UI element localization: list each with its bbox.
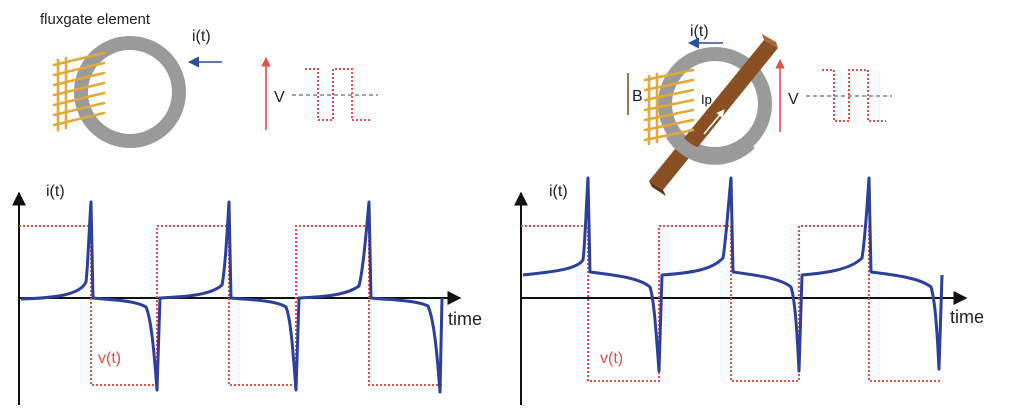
right-winding bbox=[643, 68, 695, 146]
right-plot-x-label: time bbox=[950, 307, 984, 327]
right-waveform-plot: i(t) time v(t) bbox=[514, 176, 984, 405]
left-current-waveform bbox=[20, 200, 444, 394]
left-plot-y-label: i(t) bbox=[46, 183, 65, 200]
left-voltage-label: V bbox=[274, 89, 285, 106]
right-plot-y-label: i(t) bbox=[549, 183, 568, 200]
left-plot-v-label: v(t) bbox=[98, 350, 121, 367]
primary-current-arrow bbox=[703, 109, 725, 135]
right-current-label: i(t) bbox=[690, 23, 709, 40]
left-plot-x-label: time bbox=[448, 309, 482, 329]
left-fluxgate-schematic: fluxgate element i(t) V bbox=[40, 11, 378, 148]
right-voltage-waveform bbox=[521, 225, 940, 382]
right-core-front-arc bbox=[666, 130, 755, 165]
left-voltage-square-wave bbox=[305, 68, 372, 121]
right-voltage-label: V bbox=[788, 91, 799, 108]
fluxgate-core bbox=[74, 36, 186, 148]
left-winding bbox=[52, 51, 106, 132]
right-plot-v-label: v(t) bbox=[600, 350, 623, 367]
right-voltage-square-wave bbox=[822, 69, 886, 122]
primary-current-label: Ip bbox=[701, 92, 712, 107]
fluxgate-element-label: fluxgate element bbox=[40, 11, 151, 28]
left-waveform-plot: i(t) time v(t) bbox=[12, 183, 482, 405]
right-current-waveform bbox=[522, 176, 944, 373]
right-fluxgate-schematic: i(t) Ip B V bbox=[627, 23, 892, 196]
b-field-label: B bbox=[632, 88, 643, 105]
left-current-label: i(t) bbox=[192, 28, 211, 45]
